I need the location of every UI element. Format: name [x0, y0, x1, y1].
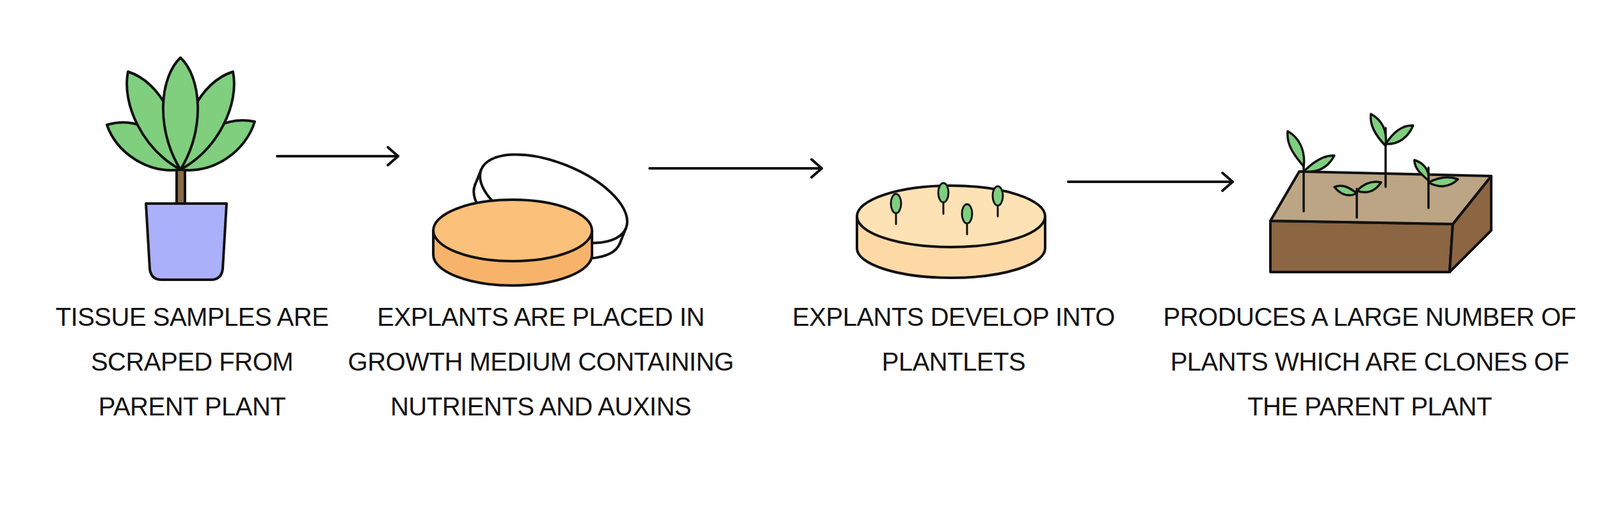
soil-tray	[1270, 113, 1492, 272]
process-step: PRODUCES A LARGE NUMBER OF PLANTS WHICH …	[1155, 51, 1584, 468]
flow-arrow	[1068, 172, 1233, 191]
step-caption: TISSUE SAMPLES ARE SCRAPED FROM PARENT P…	[48, 294, 336, 429]
illustration-bounds	[856, 180, 1046, 278]
illustration-bounds	[433, 149, 628, 286]
parent-plant	[106, 57, 255, 280]
flow-arrow	[649, 159, 822, 178]
step-caption: EXPLANTS ARE PLACED IN GROWTH MEDIUM CON…	[320, 294, 762, 429]
petri-dish	[433, 136, 640, 286]
process-step: EXPLANTS ARE PLACED IN GROWTH MEDIUM CON…	[320, 51, 762, 468]
process-step: TISSUE SAMPLES ARE SCRAPED FROM PARENT P…	[48, 51, 336, 468]
illustration-bounds	[106, 57, 255, 280]
step-caption: EXPLANTS DEVELOP INTO PLANTLETS	[761, 294, 1146, 384]
plantlet-dish	[856, 183, 1046, 278]
flow-arrow	[277, 147, 399, 166]
step-caption: PRODUCES A LARGE NUMBER OF PLANTS WHICH …	[1155, 294, 1584, 429]
process-step: EXPLANTS DEVELOP INTO PLANTLETS	[761, 51, 1146, 468]
illustration-bounds	[1267, 128, 1492, 272]
